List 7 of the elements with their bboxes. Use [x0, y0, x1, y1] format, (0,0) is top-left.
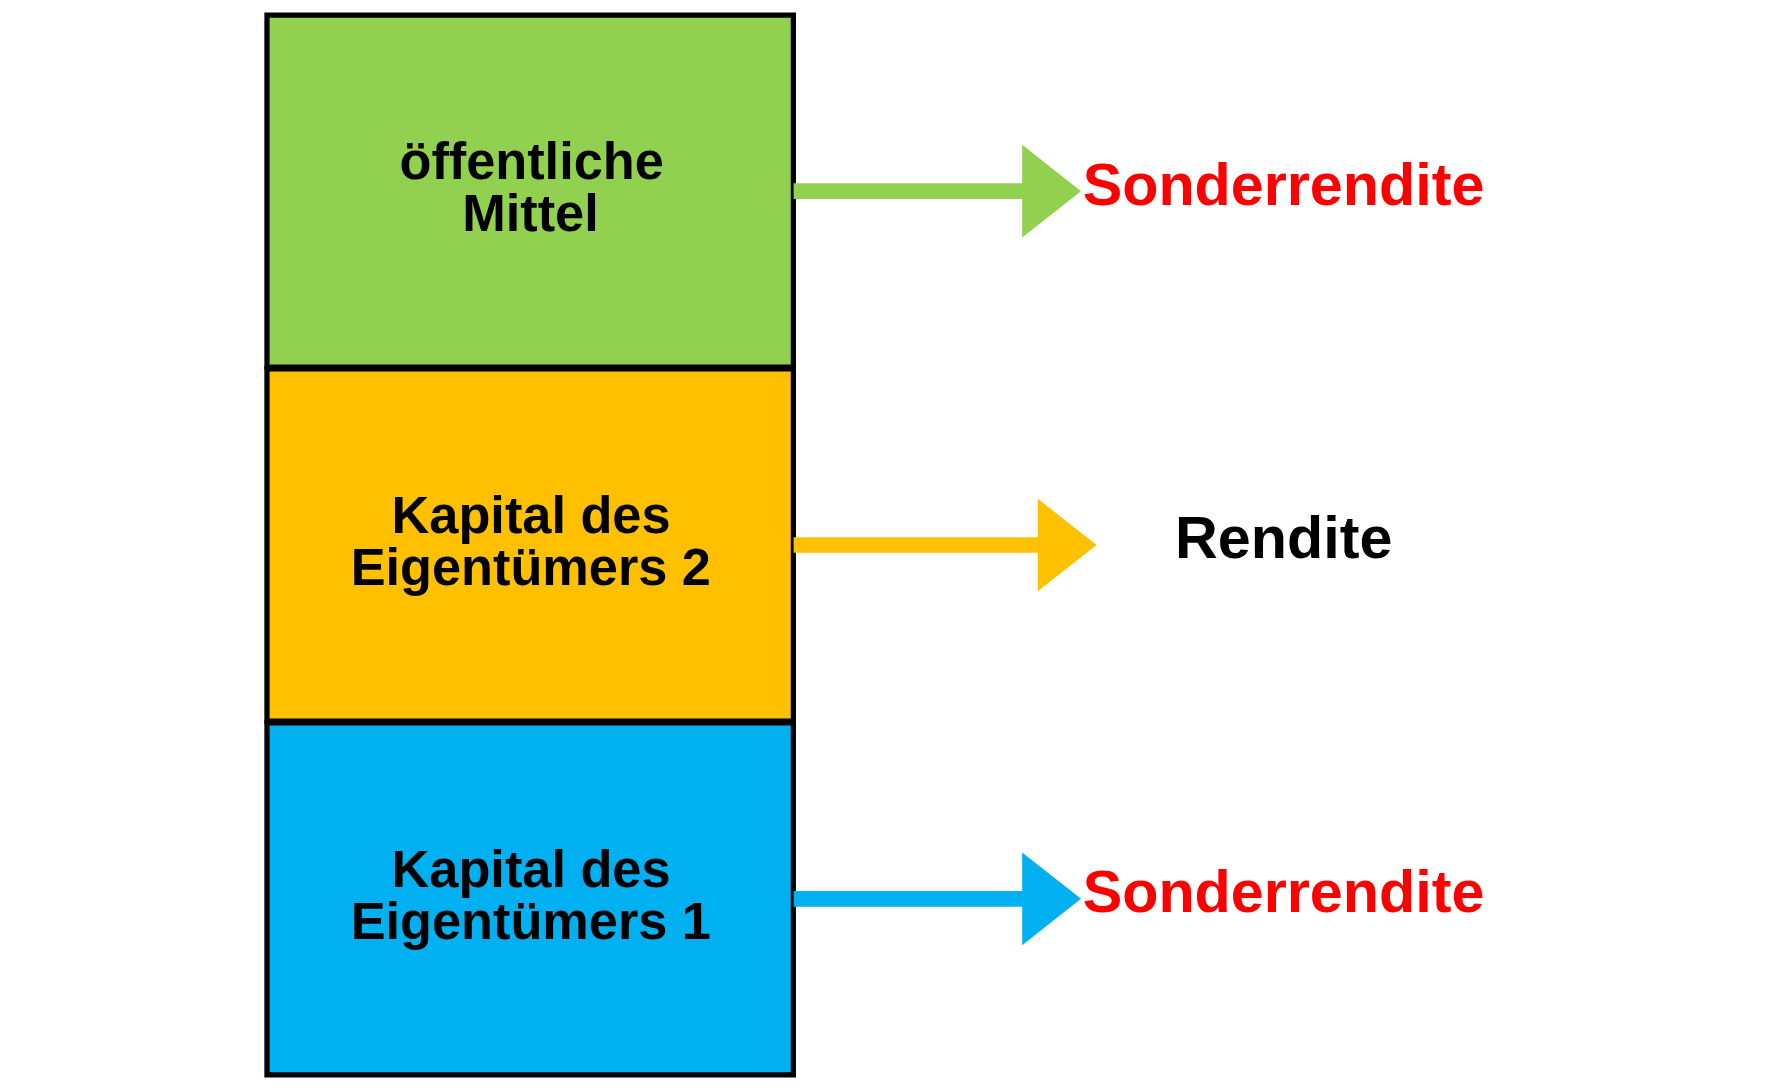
arrow	[793, 144, 1081, 238]
node-text: Sonderrendite	[1082, 858, 1484, 926]
arrow	[793, 498, 1097, 592]
node-text: Rendite	[1174, 504, 1392, 572]
arrow	[793, 852, 1081, 946]
node-text: Sonderrendite	[1082, 150, 1484, 218]
node-box: Kapital des Eigentümers 1	[263, 720, 796, 1078]
